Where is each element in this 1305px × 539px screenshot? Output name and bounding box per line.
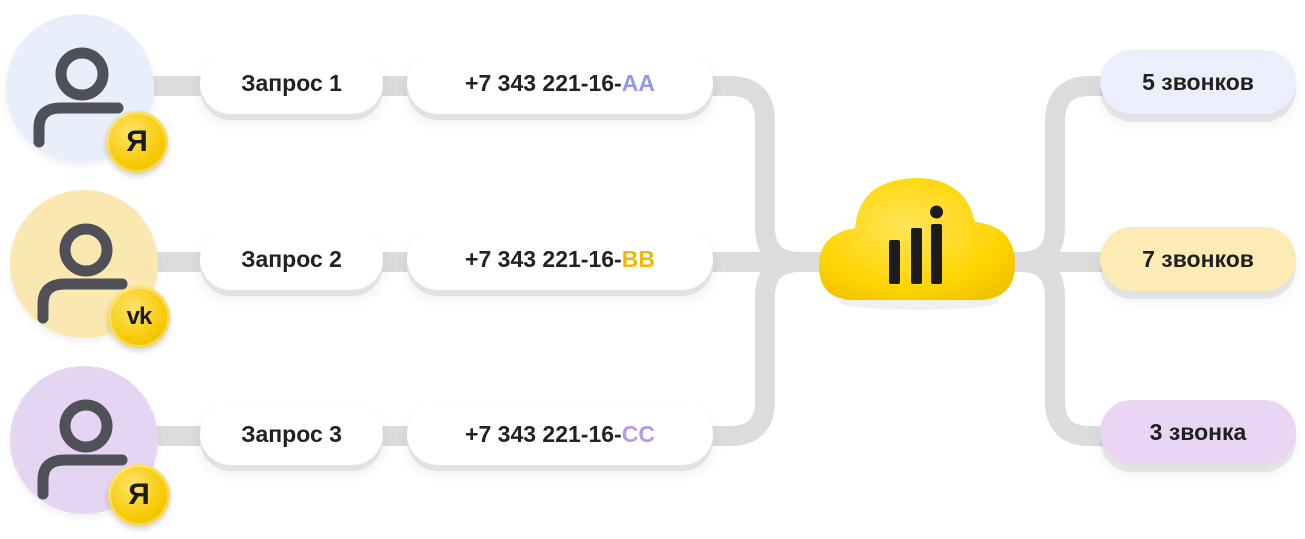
- person-icon: [37, 223, 128, 324]
- result-label: 7 звонков: [1142, 245, 1254, 272]
- badge-text: Я: [126, 125, 148, 158]
- analytics-cloud-icon: [819, 178, 1015, 310]
- badge-text: Я: [128, 478, 150, 511]
- phone-prefix: +7 343 221-16-: [465, 245, 622, 272]
- person-icon: [37, 399, 128, 500]
- result-pill-3: 3 звонка: [1100, 400, 1296, 464]
- request-label: Запрос 2: [241, 245, 342, 272]
- yandex-letter-icon: Я: [106, 111, 168, 173]
- vk-logo-icon: vk: [108, 286, 170, 348]
- phone-suffix: CC: [621, 420, 655, 447]
- phone-suffix: BB: [621, 245, 655, 272]
- request-label: Запрос 1: [241, 69, 342, 96]
- badge-text: vk: [126, 303, 153, 330]
- result-label: 3 звонка: [1149, 418, 1247, 445]
- phone-pill-2: +7 343 221-16-BB: [407, 228, 713, 290]
- request-pill-1: Запрос 1: [200, 52, 383, 114]
- user-avatar-3: Я: [10, 366, 170, 526]
- result-label: 5 звонков: [1142, 68, 1254, 95]
- connector-hub-result-3: [990, 252, 1130, 446]
- request-pill-3: Запрос 3: [200, 403, 383, 465]
- bar-chart-icon: [889, 205, 943, 284]
- request-pill-2: Запрос 2: [200, 228, 383, 290]
- user-avatar-2: vk: [10, 190, 170, 348]
- phone-pill-3: +7 343 221-16-CC: [407, 403, 713, 465]
- yandex-letter-icon: Я: [108, 464, 170, 526]
- user-avatar-1: Я: [6, 14, 168, 173]
- person-icon: [33, 47, 124, 148]
- connector-phone-3-hub: [690, 252, 860, 446]
- phone-pill-1: +7 343 221-16-AA: [407, 52, 713, 114]
- result-pill-1: 5 звонков: [1100, 50, 1296, 114]
- phone-prefix: +7 343 221-16-: [465, 69, 622, 96]
- phone-suffix: AA: [621, 69, 655, 96]
- request-label: Запрос 3: [241, 420, 342, 447]
- phone-prefix: +7 343 221-16-: [465, 420, 622, 447]
- result-pill-2: 7 звонков: [1100, 227, 1296, 291]
